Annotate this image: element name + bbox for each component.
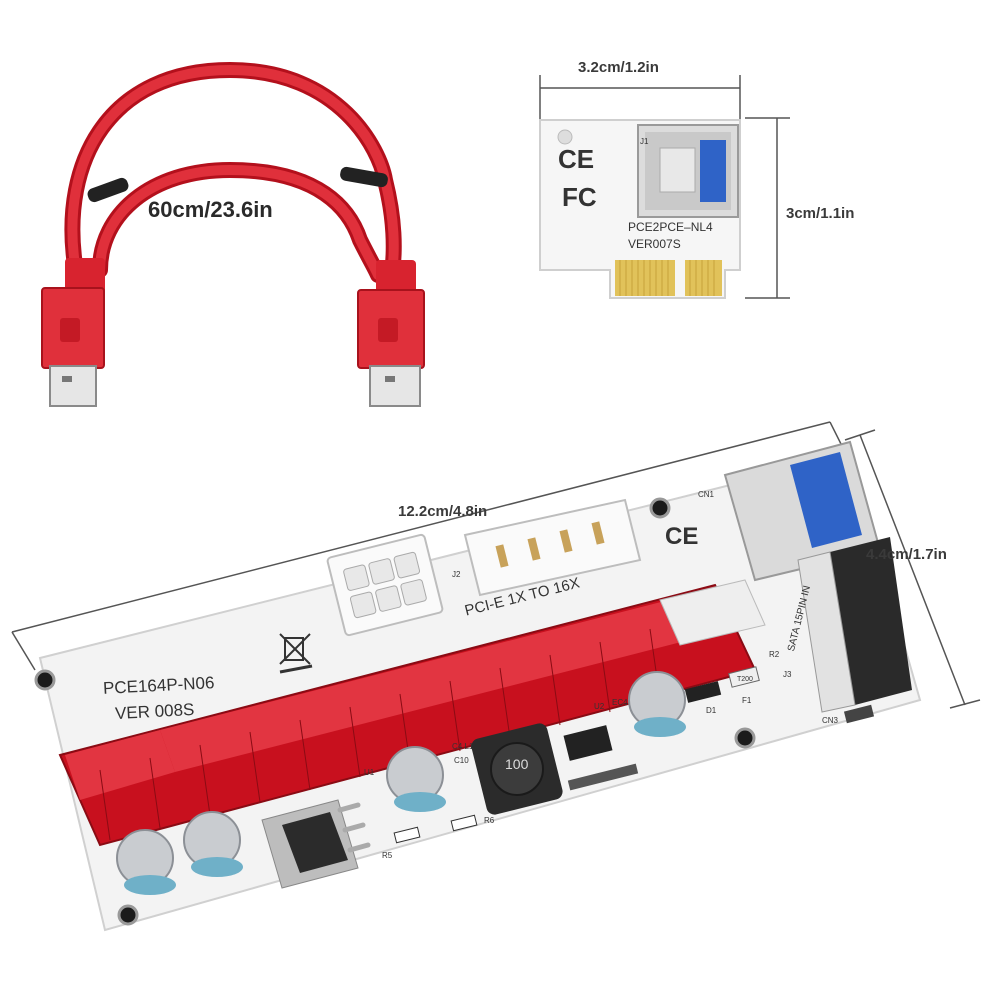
riser-height-dimension xyxy=(844,429,981,709)
riser-version: VER 008S xyxy=(114,699,195,724)
usb-plug-left xyxy=(41,258,105,407)
riser-board-illustration xyxy=(11,421,981,932)
ref-f1: F1 xyxy=(742,696,752,705)
adapter-gold-fingers xyxy=(615,260,722,296)
ref-r5: R5 xyxy=(382,851,393,860)
ref-cn3: CN3 xyxy=(822,716,839,725)
cable-loop xyxy=(64,61,402,283)
riser-small-components xyxy=(393,666,875,844)
riser-sata-connector xyxy=(797,537,912,713)
riser-width-label: 12.2cm/4.8in xyxy=(398,503,488,520)
weee-bin-symbol xyxy=(279,633,313,674)
adapter-usb3-port xyxy=(637,124,739,218)
adapter-version: VER007S xyxy=(628,237,681,251)
riser-molex-connector xyxy=(463,498,642,597)
adapter-ce-mark: CE xyxy=(558,144,595,174)
cable-tie-right xyxy=(340,166,388,188)
cable-length-label: 60cm/23.6in xyxy=(148,197,273,222)
riser-inductor xyxy=(471,723,563,815)
ref-u2: U2 xyxy=(594,702,605,711)
riser-ce-mark: CE xyxy=(665,523,699,550)
adapter-width-label: 3.2cm/1.2in xyxy=(578,59,659,76)
ref-cn1: CN1 xyxy=(698,490,715,499)
adapter-ref-j1: J1 xyxy=(640,137,649,146)
riser-capacitors xyxy=(116,671,686,895)
riser-height-label: 4.4cm/1.7in xyxy=(866,546,947,563)
riser-mounting-holes xyxy=(34,497,756,926)
ref-j3: J3 xyxy=(783,670,792,679)
ref-ec4: EC4 xyxy=(612,698,628,707)
ref-u1: U1 xyxy=(364,768,375,777)
usb-cable-illustration xyxy=(41,61,425,407)
adapter-height-dimension xyxy=(745,117,790,299)
ref-c4-l1: C4 L1 xyxy=(452,742,474,751)
adapter-board-illustration xyxy=(539,75,790,299)
adapter-model: PCE2PCE–NL4 xyxy=(628,220,713,234)
riser-pcie-x16-slot xyxy=(58,579,766,847)
ref-j2: J2 xyxy=(452,570,461,579)
riser-voltage-regulator xyxy=(261,799,371,889)
ref-fuse: T200 xyxy=(737,676,753,683)
ref-r6: R6 xyxy=(484,816,495,825)
adapter-width-dimension xyxy=(539,75,741,120)
ref-d1: D1 xyxy=(706,706,717,715)
inductor-value: 100 xyxy=(505,756,529,772)
usb-plug-right xyxy=(357,260,425,407)
ref-c10: C10 xyxy=(454,756,469,765)
adapter-height-label: 3cm/1.1in xyxy=(786,205,855,222)
cable-tie-left xyxy=(87,177,129,203)
riser-6pin-connector xyxy=(326,533,444,637)
ref-r2: R2 xyxy=(769,650,780,659)
adapter-fcc-mark: FC xyxy=(562,182,597,212)
